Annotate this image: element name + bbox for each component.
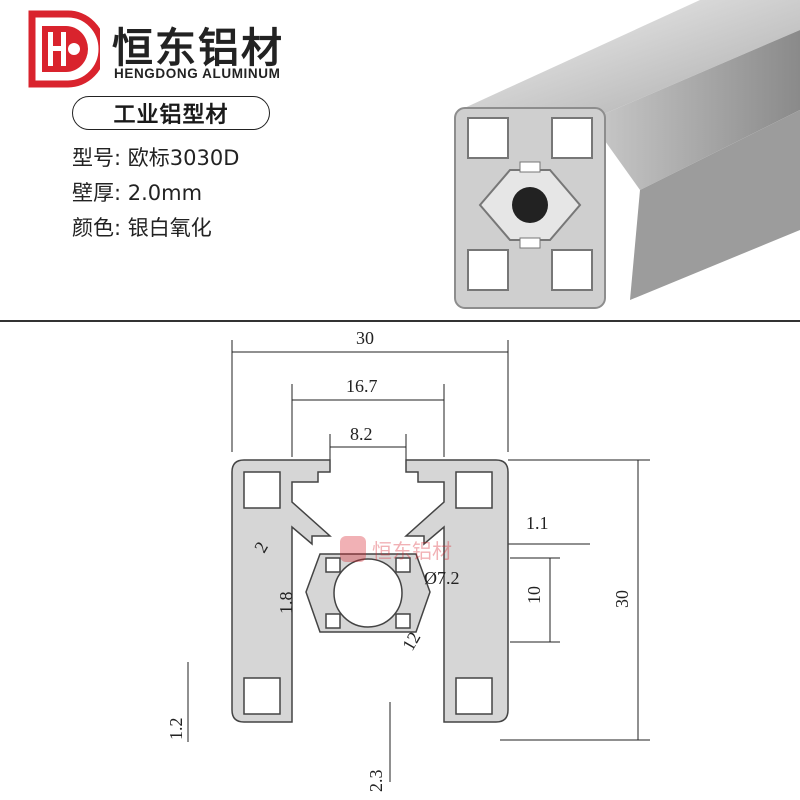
spec-color: 颜色: 银白氧化 [72, 216, 212, 240]
dim-center-gap: 10 [524, 586, 544, 604]
product-photo [454, 0, 800, 309]
spec-wall-thickness: 壁厚: 2.0mm [72, 181, 203, 205]
category-title: 工业铝型材 [72, 96, 270, 130]
dim-width: 30 [356, 328, 374, 348]
dimension-lines [187, 340, 650, 782]
brand-name-en: HENGDONG ALUMINUM [114, 66, 281, 81]
brand-name: 恒东铝材 [112, 24, 284, 72]
dim-height: 30 [612, 590, 632, 608]
watermark: 恒东铝材 [340, 536, 452, 563]
dim-lip: 1.1 [526, 513, 549, 533]
profile-cross-section [231, 459, 509, 723]
dim-slot-depth: 1.2 [166, 718, 186, 741]
dim-bore: Ø7.2 [424, 568, 460, 588]
dim-corner: 2.3 [366, 770, 386, 793]
watermark-text: 恒东铝材 [372, 539, 452, 563]
profile-end-face [454, 107, 606, 309]
profile-drawing: 恒东铝材 30 16.7 8.2 1.1 10 30 2 1.8 Ø7.2 12… [166, 328, 650, 793]
dim-web: 1.8 [276, 592, 296, 615]
brand-logo-icon [28, 10, 100, 88]
spec-model: 型号: 欧标3030D [72, 146, 240, 170]
dim-slot-opening: 8.2 [350, 424, 373, 444]
section-divider [0, 320, 800, 322]
dim-slot-outer: 16.7 [346, 376, 378, 396]
